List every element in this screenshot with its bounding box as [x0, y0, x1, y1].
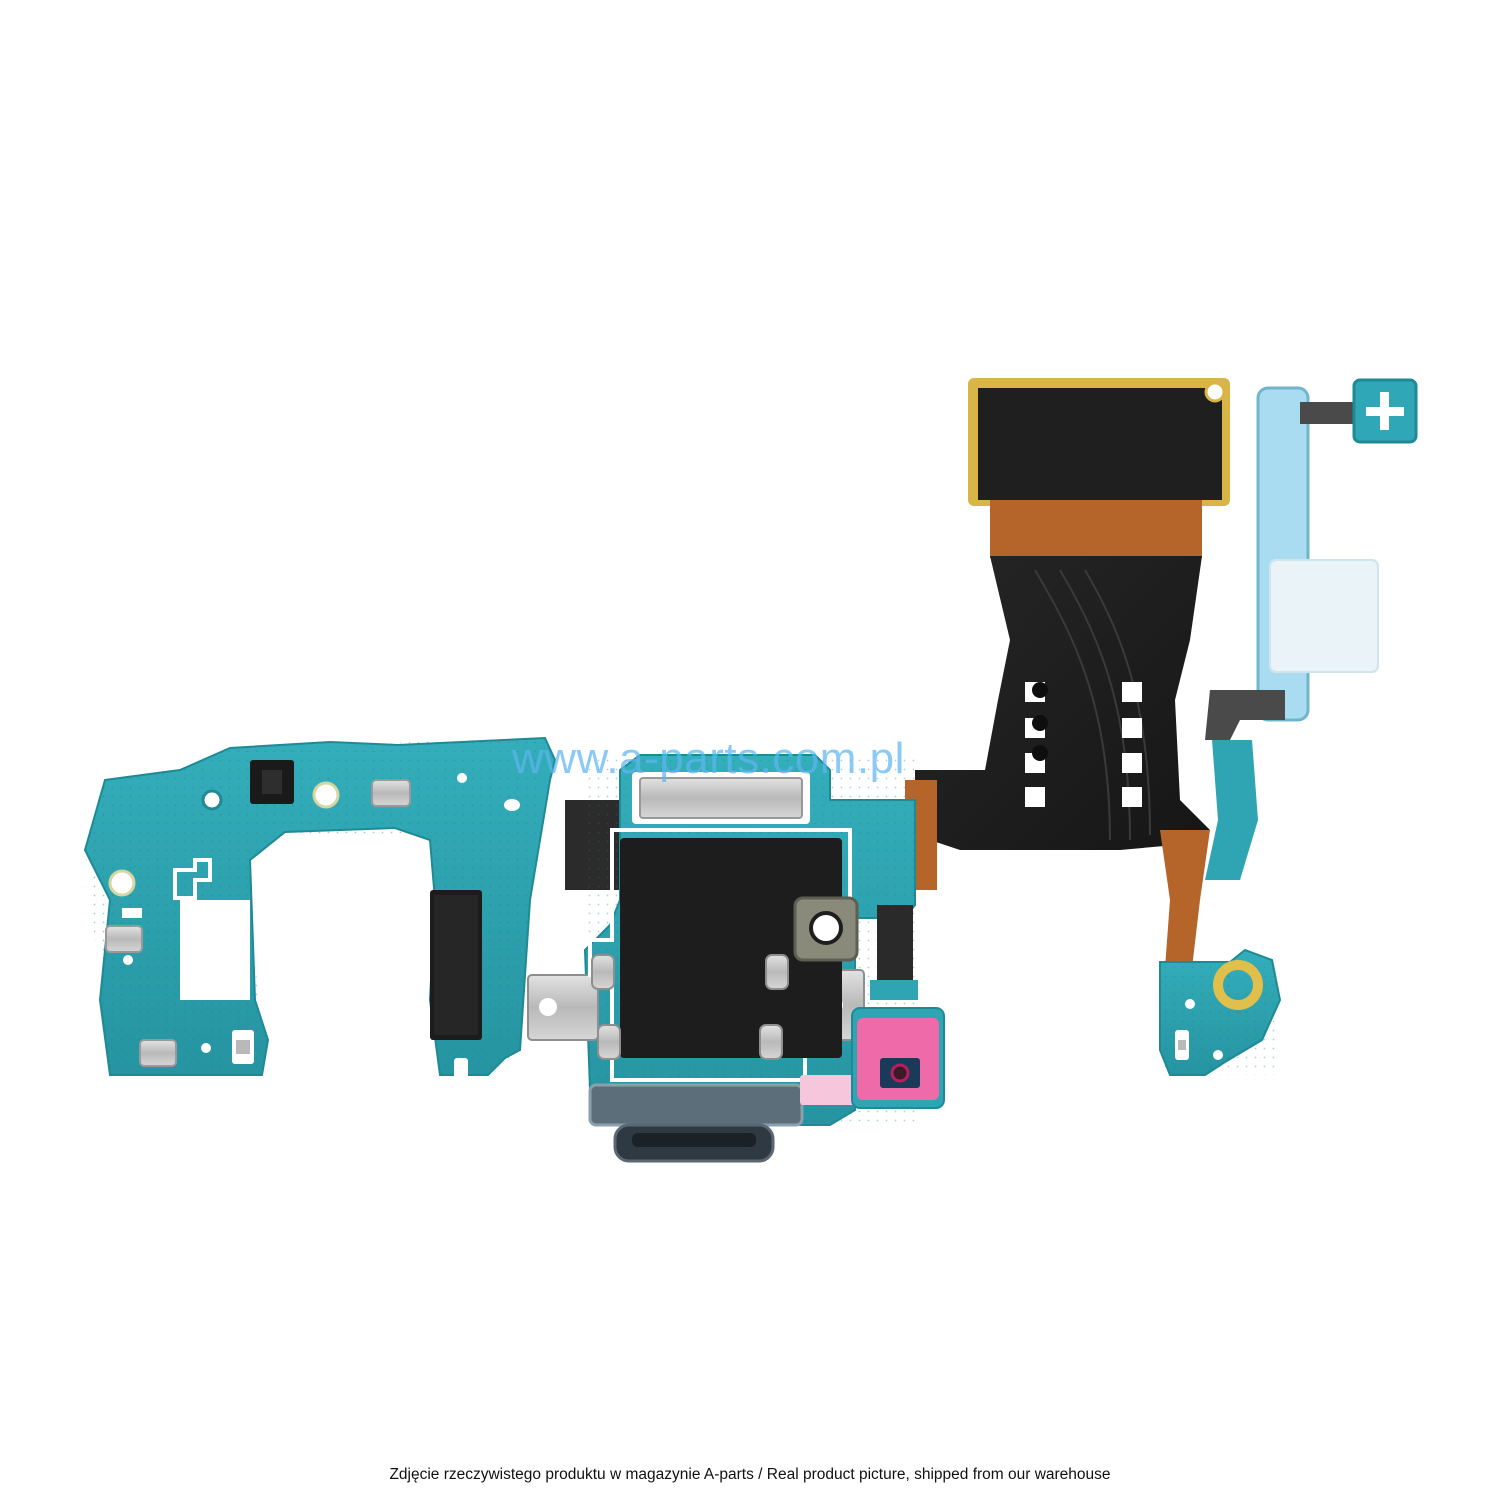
microphone-flex: [800, 905, 945, 1109]
right-sensor-board: [1159, 948, 1282, 1076]
main-flex-cable: [905, 378, 1230, 968]
antenna-pcb: [83, 736, 557, 1086]
usb-c-board: [527, 754, 916, 1163]
photo-caption: Zdjęcie rzeczywistego produktu w magazyn…: [389, 1466, 1111, 1483]
side-key-flex: [1205, 378, 1418, 880]
watermark-text: www.a-parts.com.pl: [512, 734, 905, 783]
